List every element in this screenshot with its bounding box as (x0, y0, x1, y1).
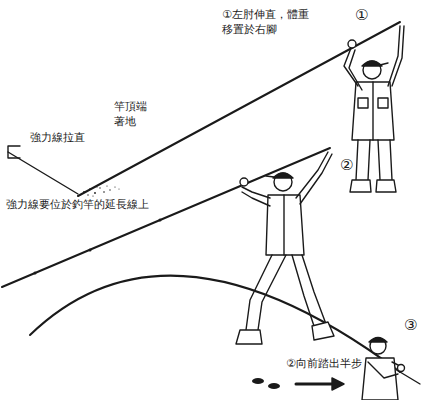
rod-guides (34, 219, 162, 275)
fishing-rod (78, 22, 400, 196)
step-number: ③ (404, 318, 417, 333)
arrow-head (332, 378, 344, 390)
angler-figure-3 (362, 338, 420, 400)
strong-line (8, 152, 78, 194)
annotation-text: ②向前踏出半步 (286, 357, 362, 372)
annotation-text: 強力線拉直 (30, 131, 85, 146)
angler-figure-2 (236, 152, 334, 344)
step-number: ② (340, 158, 353, 173)
step-arrow (296, 383, 334, 386)
annotation-text: 竿頂端 著地 (114, 100, 154, 130)
annotation-text: 強力線要位於釣竿的延長線上 (6, 198, 149, 213)
footprints (252, 378, 280, 389)
annotation-text: ①左肘伸直，體重 移置於右腳 (222, 8, 314, 38)
ground-dust (83, 185, 119, 196)
bent-fishing-rod (30, 276, 400, 372)
step-number: ① (355, 8, 368, 23)
